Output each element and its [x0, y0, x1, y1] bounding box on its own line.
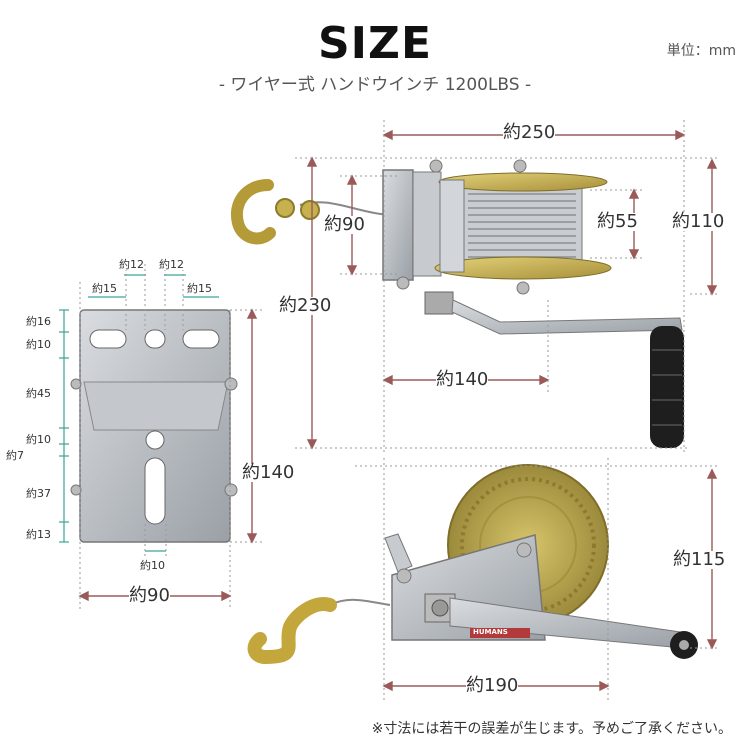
- bracket-side-dim-3: 約45: [26, 387, 51, 400]
- dim-handle-reach-label: 約140: [436, 369, 489, 390]
- bracket-dim-edge-right: 約15: [187, 282, 212, 295]
- top-extension-lines: [295, 120, 720, 455]
- dim-frame-height-label: 約110: [672, 211, 725, 232]
- page-subtitle: - ワイヤー式 ハンドウインチ 1200LBS -: [218, 75, 532, 95]
- top-winch: [230, 159, 684, 448]
- bracket-dim-edge-left: 約15: [92, 282, 117, 295]
- bracket-plate: [70, 309, 238, 543]
- bracket-side-dim-2: 約10: [26, 338, 51, 351]
- bracket-side-dim-7: 約13: [26, 528, 51, 541]
- bracket-dim-hole-right: 約12: [159, 258, 184, 271]
- bracket-side-dim-4: 約10: [26, 433, 51, 446]
- footer-note: ※寸法には若干の誤差が生じます。予めご了承ください。: [371, 721, 732, 737]
- bracket-slot-label: 約10: [140, 559, 165, 572]
- page-title: SIZE: [317, 18, 433, 69]
- dim-total-height-label: 約230: [279, 295, 332, 316]
- dim-wire-label: 約55: [597, 211, 638, 232]
- side-length-label: 約190: [466, 675, 519, 696]
- dim-drum-label: 約90: [324, 214, 365, 235]
- bracket-width-label: 約90: [129, 585, 170, 606]
- side-height-label: 約115: [673, 549, 726, 570]
- bracket-dimension-lines: [59, 274, 219, 552]
- side-winch: [247, 464, 698, 665]
- brand-label: HUMANS: [473, 628, 508, 636]
- bracket-dim-hole-left: 約12: [119, 258, 144, 271]
- bracket-extension-lines: [79, 264, 262, 610]
- dim-width-label: 約250: [503, 122, 556, 143]
- bracket-side-dim-5: 約7: [6, 449, 24, 462]
- unit-label: 単位：mm: [666, 43, 736, 59]
- bracket-height-label: 約140: [242, 462, 295, 483]
- bracket-side-dim-6: 約37: [26, 487, 51, 500]
- side-extension-lines: [355, 458, 720, 700]
- bracket-side-dim-1: 約16: [26, 315, 51, 328]
